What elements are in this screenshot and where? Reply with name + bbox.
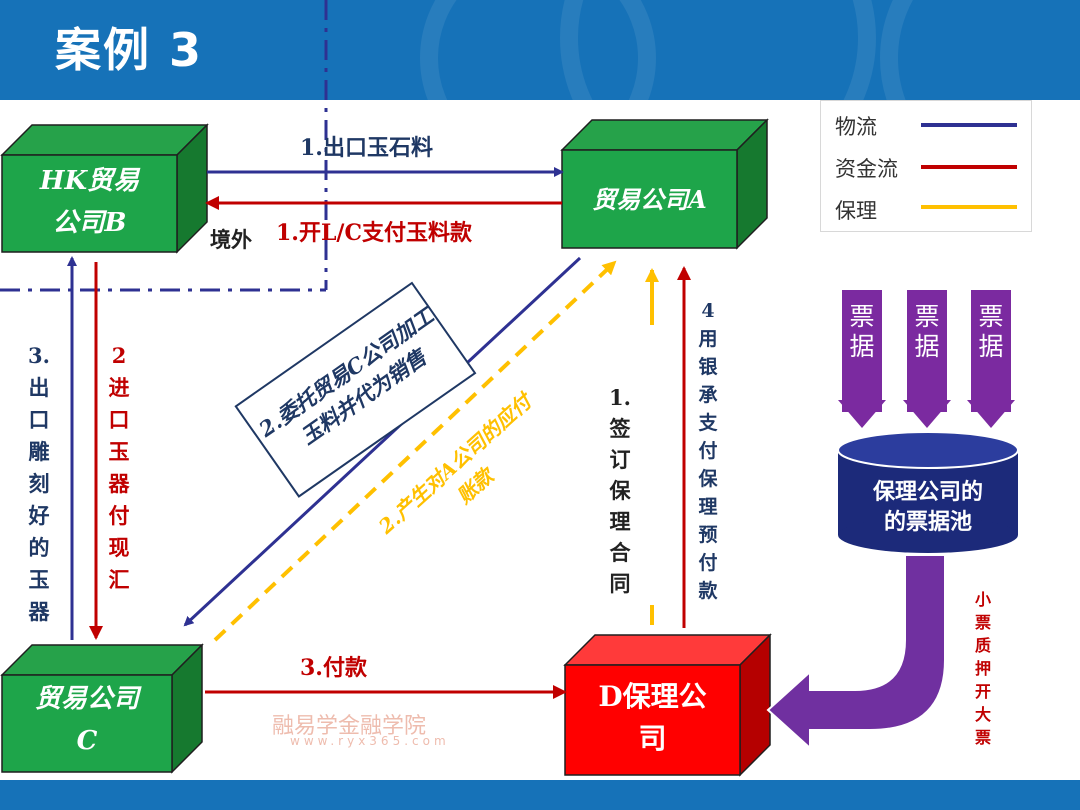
vertical-label-char: 理: [609, 509, 631, 534]
vertical-label-char: 口: [28, 407, 50, 432]
footer-bar: [0, 780, 1080, 810]
bill-stack-2: 票据: [907, 290, 947, 412]
vertical-label-char: 现: [108, 535, 130, 560]
watermark-name: 融易学金融学院: [272, 714, 427, 739]
arrow-small-bills-to-d: [766, 554, 946, 751]
vertical-label-char: 用: [698, 328, 718, 350]
vertical-label-char: 款: [698, 580, 718, 602]
vertical-label-char: 4: [701, 300, 715, 322]
vertical-label-char: 理: [698, 496, 718, 518]
commission-label-box: [234, 281, 477, 498]
vertical-label-char: 签: [609, 416, 631, 441]
vertical-label-char: 付: [698, 552, 718, 574]
label-import-pay: 2 进口玉器付现汇: [106, 340, 132, 596]
vertical-label-char: 同: [609, 571, 631, 596]
legend-factoring-line: [921, 205, 1017, 209]
vertical-label-char: 汇: [108, 567, 130, 592]
vertical-label-char: 开: [974, 682, 991, 701]
label-small-bills: 小票质押开大票: [970, 588, 996, 749]
vertical-label-char: 进: [108, 375, 130, 400]
decor-swirl: [880, 0, 1080, 100]
vertical-label-char: 票: [974, 613, 991, 632]
vertical-label-char: 的: [28, 535, 50, 560]
vertical-label-char: 预: [698, 524, 718, 546]
vertical-label-char: 银: [698, 356, 718, 378]
vertical-label-char: 质: [974, 636, 991, 655]
watermark-url: www.ryx365.com: [290, 734, 450, 748]
legend: 物流 资金流 保理: [820, 100, 1032, 232]
vertical-label-char: 保: [609, 478, 631, 503]
vertical-label-char: 玉: [28, 567, 50, 592]
legend-capital-line: [921, 165, 1017, 169]
vertical-label-char: 押: [974, 659, 991, 678]
vertical-label-char: 保: [698, 468, 718, 490]
vertical-label-char: 刻: [28, 471, 50, 496]
vertical-label-char: 付: [108, 503, 130, 528]
label-export-jade: 1.出口玉石料: [300, 135, 433, 161]
vertical-label-char: 出: [28, 375, 50, 400]
bill-stack-3: 票据: [971, 290, 1011, 412]
vertical-label-char: 1.: [609, 385, 631, 410]
legend-logistics-label: 物流: [835, 115, 877, 139]
box-trading-a: [560, 118, 769, 250]
box-factoring-d: [563, 633, 772, 777]
vertical-label-char: 雕: [28, 439, 50, 464]
vertical-label-char: 合: [609, 540, 631, 565]
legend-logistics-line: [921, 123, 1017, 127]
header-bar: 案例 3: [0, 0, 1080, 100]
vertical-label-char: 小: [974, 590, 991, 609]
bill-label: 票据: [978, 302, 1004, 361]
bill-pool-cylinder: [837, 431, 1019, 553]
label-sign-contract: 1. 签订保理合同: [607, 382, 633, 599]
bill-pool-label: 保理公司的的票据池: [872, 480, 983, 535]
label-overseas: 境外: [210, 228, 252, 252]
label-payment: 3.付款: [300, 655, 367, 681]
vertical-label-char: 玉: [108, 439, 130, 464]
bill-label: 票据: [914, 302, 940, 361]
vertical-label-char: 订: [609, 447, 631, 472]
hk-box-label: HK贸易公司B: [39, 166, 140, 238]
legend-capital-label: 资金流: [835, 157, 898, 181]
decor-swirl: [560, 0, 876, 100]
label-export-carved: 3. 出口雕刻好的玉器: [26, 340, 52, 628]
vertical-label-char: 承: [698, 384, 718, 406]
bill-stack-1: 票据: [842, 290, 882, 412]
vertical-label-char: 口: [108, 407, 130, 432]
vertical-label-char: 票: [974, 728, 991, 747]
bill-label: 票据: [849, 302, 875, 361]
legend-factoring-label: 保理: [835, 199, 877, 223]
vertical-label-char: 付: [698, 440, 718, 462]
vertical-label-char: 好: [28, 503, 50, 528]
a-box-label: 贸易公司A: [592, 185, 707, 214]
d-box-label: D保理公司: [598, 680, 707, 755]
vertical-label-char: 器: [28, 599, 50, 624]
vertical-label-char: 2: [111, 343, 127, 368]
arrow-commission: [183, 256, 582, 627]
vertical-label-char: 大: [974, 705, 991, 724]
vertical-label-char: 3.: [28, 343, 50, 368]
vertical-label-char: 器: [108, 471, 130, 496]
box-trading-c: [0, 643, 204, 774]
box-hk-trading-b: [0, 123, 209, 254]
page-title: 案例 3: [55, 23, 204, 77]
vertical-label-char: 支: [698, 412, 718, 434]
label-open-lc: 1.开L/C支付玉料款: [276, 220, 472, 246]
